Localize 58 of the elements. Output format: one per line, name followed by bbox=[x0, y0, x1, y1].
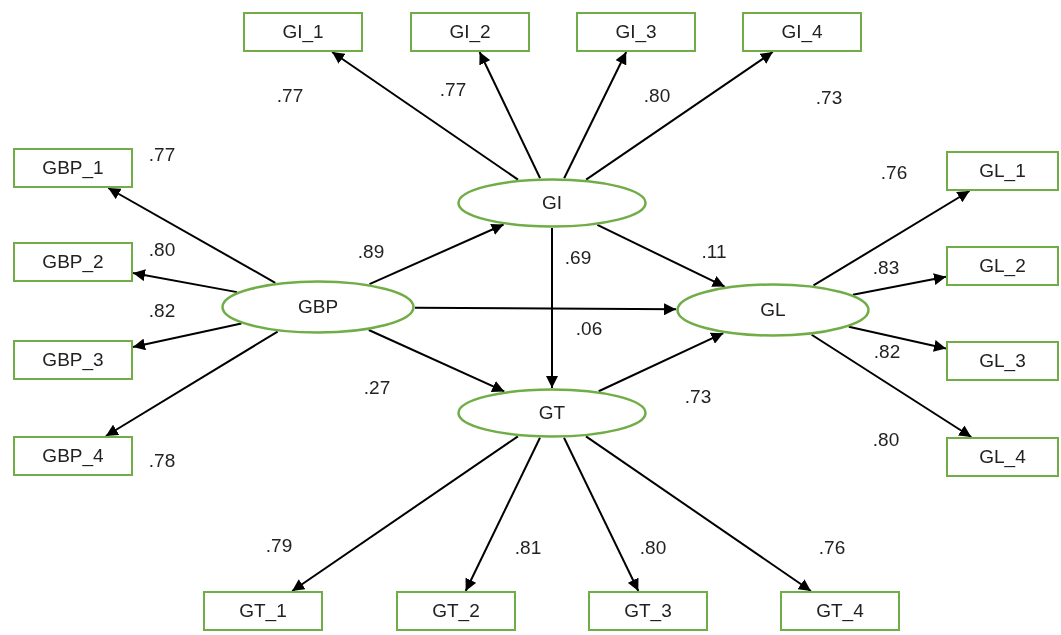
indicator-box bbox=[13, 148, 133, 188]
indicator-box bbox=[13, 242, 133, 282]
arrow bbox=[367, 329, 506, 393]
indicator-box bbox=[410, 12, 530, 52]
variable-label: GT_2 bbox=[432, 600, 480, 622]
variable-label: GT bbox=[538, 402, 566, 424]
arrow bbox=[478, 51, 542, 180]
variable-label: GI_1 bbox=[282, 21, 324, 43]
indicator-box bbox=[946, 151, 1059, 191]
variable-label: GL bbox=[760, 299, 786, 321]
indicator-box bbox=[946, 246, 1059, 286]
indicator-box bbox=[243, 12, 363, 52]
indicator-box bbox=[13, 436, 133, 476]
variable-label: GI_3 bbox=[615, 21, 657, 43]
indicator-box bbox=[588, 591, 708, 631]
indicator-box bbox=[946, 437, 1059, 477]
indicator-box bbox=[742, 12, 862, 52]
indicator-box bbox=[13, 340, 133, 380]
indicator-box bbox=[576, 12, 696, 52]
arrow bbox=[132, 269, 239, 294]
variable-label: GI_2 bbox=[449, 21, 491, 43]
arrow bbox=[132, 322, 243, 351]
arrow bbox=[464, 436, 541, 592]
variable-label: GI bbox=[541, 192, 563, 214]
arrow bbox=[368, 223, 505, 286]
arrow bbox=[107, 187, 277, 284]
variable-label: GBP_2 bbox=[42, 251, 104, 273]
variable-label: GBP_1 bbox=[42, 157, 104, 179]
variable-label: GBP_4 bbox=[42, 445, 104, 467]
arrow bbox=[810, 333, 973, 438]
variable-label: GT_3 bbox=[624, 600, 672, 622]
variable-label: GL_3 bbox=[979, 350, 1026, 372]
indicator-box bbox=[203, 591, 323, 631]
indicator-box bbox=[946, 341, 1059, 381]
variable-label: GBP_3 bbox=[42, 349, 104, 371]
arrow bbox=[597, 332, 725, 393]
arrow bbox=[596, 223, 726, 288]
variable-label: GT_4 bbox=[816, 600, 864, 622]
arrow bbox=[413, 303, 678, 316]
arrow bbox=[563, 51, 628, 180]
arrow bbox=[291, 435, 519, 592]
arrow bbox=[851, 273, 947, 296]
arrow bbox=[812, 190, 971, 287]
indicator-box bbox=[780, 591, 900, 631]
arrow bbox=[546, 227, 558, 389]
indicator-box bbox=[396, 591, 516, 631]
arrow bbox=[847, 325, 947, 352]
variable-label: GL_4 bbox=[979, 446, 1026, 468]
variable-label: GL_2 bbox=[979, 255, 1026, 277]
arrow bbox=[563, 436, 640, 592]
arrow bbox=[331, 51, 519, 181]
arrow bbox=[585, 51, 774, 181]
arrow bbox=[104, 330, 279, 437]
variable-label: GL_1 bbox=[979, 160, 1026, 182]
variable-label: GBP bbox=[297, 296, 339, 318]
variable-label: GI_4 bbox=[781, 21, 823, 43]
variable-label: GT_1 bbox=[239, 600, 287, 622]
arrow bbox=[584, 435, 812, 592]
